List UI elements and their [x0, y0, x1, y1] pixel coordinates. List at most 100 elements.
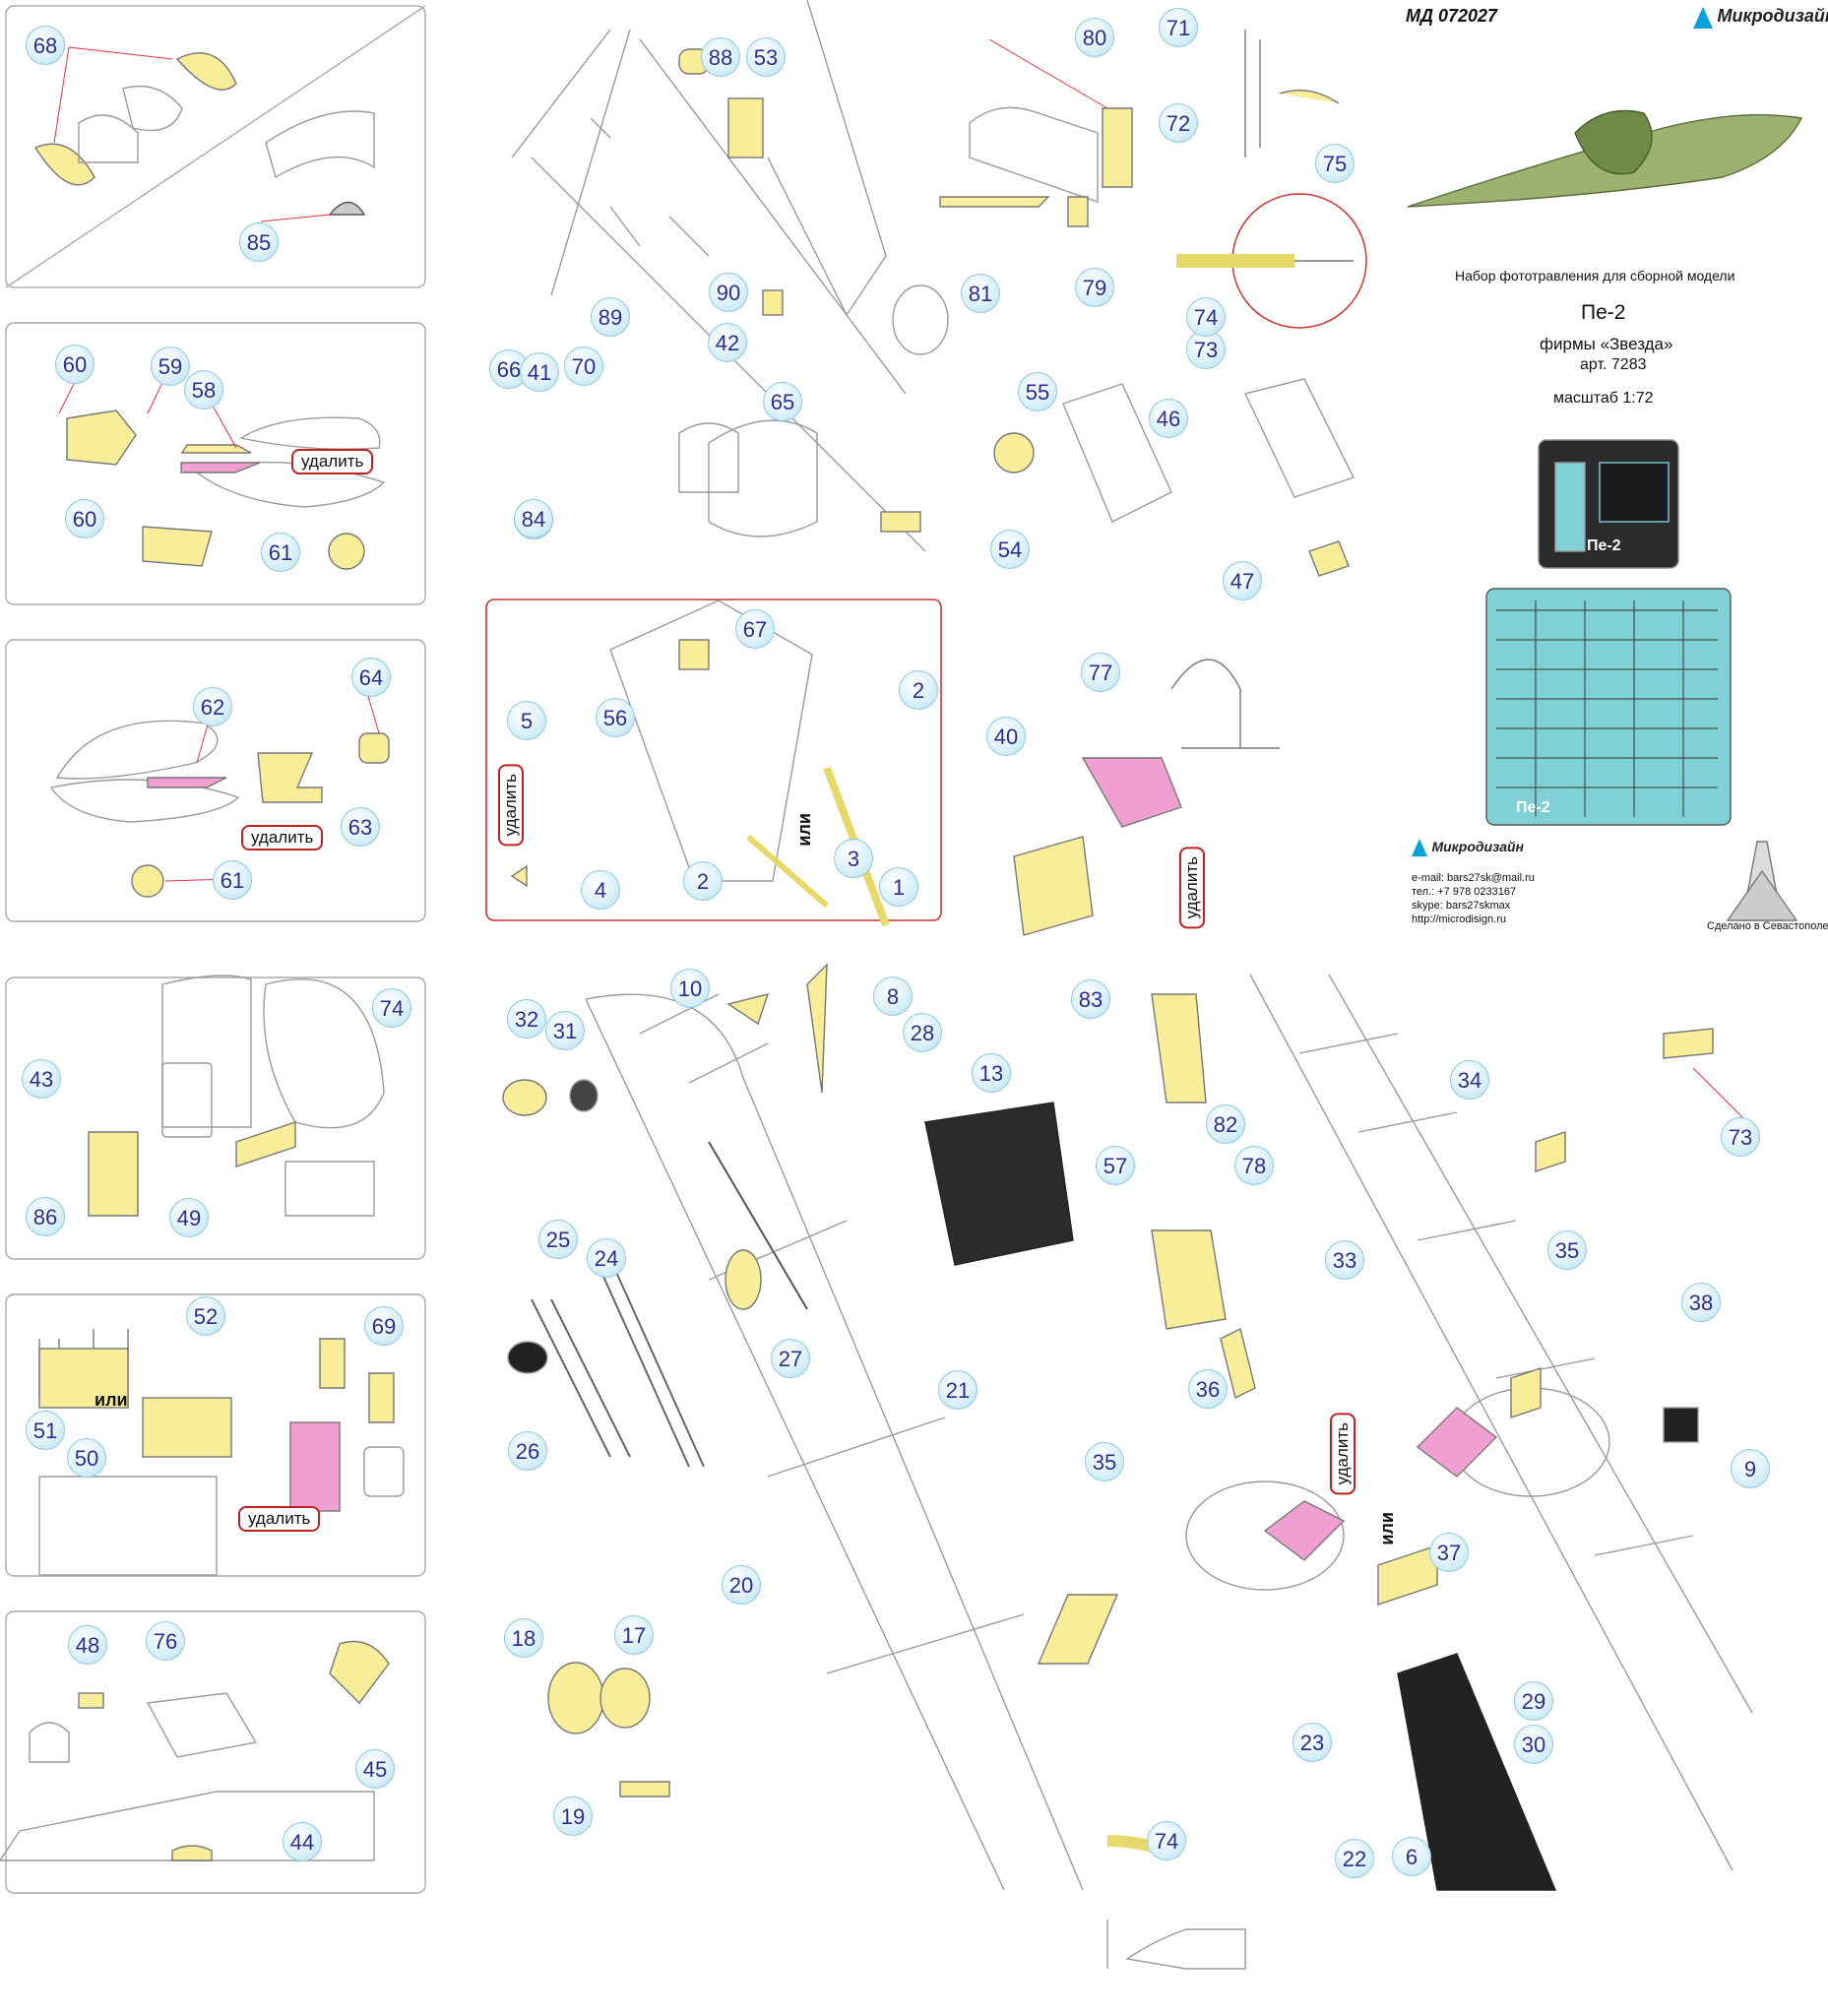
part-number-callout: 88 [701, 37, 740, 77]
part-number-callout: 67 [735, 609, 775, 649]
remove-tag: удалить [291, 449, 374, 474]
remove-tag: удалить [1330, 1413, 1355, 1495]
part-number-callout: 34 [1450, 1060, 1489, 1100]
part-number-callout: 5 [507, 701, 546, 740]
kit-subtitle: Набор фототравления для сборной модели [1455, 268, 1735, 284]
part-number-callout: 86 [26, 1197, 65, 1236]
part-number-callout: 35 [1085, 1442, 1124, 1481]
part-number-callout: 40 [986, 717, 1026, 756]
part-number-callout: 81 [961, 274, 1000, 313]
model-scale: масштаб 1:72 [1553, 390, 1654, 407]
part-number-callout: 84 [514, 499, 553, 538]
panel-pedals [5, 1610, 426, 1894]
part-number-callout: 59 [151, 346, 190, 386]
panel-engine-nacelle-left [5, 322, 426, 605]
part-number-callout: 50 [67, 1438, 106, 1478]
contact-logo-icon [1412, 839, 1427, 856]
part-number-callout: 42 [708, 323, 747, 362]
contact-website: http://microdisign.ru [1412, 914, 1506, 925]
part-number-callout: 51 [26, 1411, 65, 1450]
part-number-callout: 48 [68, 1625, 107, 1665]
panel-engine-nacelle-right [5, 639, 426, 922]
part-number-callout: 89 [591, 297, 630, 337]
part-number-callout: 31 [545, 1011, 585, 1050]
part-number-callout: 6 [1392, 1837, 1431, 1876]
part-number-callout: 62 [193, 687, 232, 726]
part-number-callout: 18 [504, 1618, 543, 1658]
fret-large-label: Пе-2 [1516, 799, 1550, 816]
part-number-callout: 52 [186, 1296, 225, 1336]
part-number-callout: 57 [1096, 1146, 1135, 1185]
part-number-callout: 56 [596, 698, 635, 737]
part-number-callout: 28 [903, 1013, 942, 1052]
document-number: МД 072027 [1406, 6, 1498, 26]
fret-small-label: Пе-2 [1587, 537, 1621, 554]
part-number-callout: 20 [722, 1565, 761, 1605]
panel-canopy-frame [5, 5, 426, 288]
part-number-callout: 47 [1223, 561, 1262, 600]
part-number-callout: 60 [55, 345, 95, 384]
part-number-callout: 64 [351, 658, 391, 697]
part-number-callout: 23 [1292, 1723, 1332, 1762]
part-number-callout: 26 [508, 1431, 547, 1471]
part-number-callout: 70 [564, 346, 603, 386]
part-number-callout: 61 [213, 860, 252, 900]
remove-tag: удалить [238, 1506, 321, 1532]
part-number-callout: 41 [520, 352, 559, 392]
part-number-callout: 3 [834, 839, 873, 878]
part-number-callout: 45 [355, 1749, 395, 1789]
fret-large [1485, 588, 1732, 826]
part-number-callout: 72 [1159, 103, 1198, 143]
model-manufacturer: фирмы «Звезда» [1540, 335, 1673, 353]
part-number-callout: 73 [1721, 1117, 1760, 1157]
remove-tag: удалить [498, 764, 524, 847]
brand-logo-icon [1693, 6, 1713, 29]
part-number-callout: 29 [1514, 1681, 1553, 1721]
or-label: или [95, 1390, 128, 1410]
part-number-callout: 53 [746, 37, 786, 77]
panel-cockpit-detail [485, 598, 942, 921]
part-number-callout: 21 [938, 1370, 977, 1410]
part-number-callout: 68 [26, 26, 65, 65]
brand-logo: Микродизайн [1693, 6, 1828, 29]
panel-seat-mounts [5, 1293, 426, 1577]
part-number-callout: 35 [1547, 1230, 1587, 1270]
part-number-callout: 71 [1159, 8, 1198, 47]
or-label: или [794, 813, 814, 847]
part-number-callout: 4 [581, 870, 620, 910]
part-number-callout: 61 [261, 533, 300, 572]
part-number-callout: 55 [1018, 372, 1057, 411]
part-number-callout: 10 [670, 969, 710, 1008]
or-label: или [1377, 1512, 1397, 1545]
part-number-callout: 79 [1075, 268, 1114, 307]
part-number-callout: 66 [489, 349, 529, 389]
part-number-callout: 74 [1186, 297, 1226, 337]
part-number-callout: 33 [1325, 1240, 1364, 1280]
article-number: арт. 7283 [1580, 356, 1647, 373]
part-number-callout: 80 [1075, 18, 1114, 57]
part-number-callout: 8 [873, 976, 913, 1016]
part-number-callout: 77 [1081, 653, 1120, 692]
panel-rear-gunner [5, 976, 426, 1260]
part-number-callout: 76 [146, 1621, 185, 1661]
model-name: Пе-2 [1581, 301, 1626, 324]
part-number-callout: 74 [372, 988, 411, 1028]
part-number-callout: 85 [239, 222, 279, 262]
made-in-label: Сделано в Севастополе [1707, 920, 1828, 932]
part-number-callout: 17 [614, 1615, 654, 1655]
brand-name: Микродизайн [1717, 6, 1828, 26]
part-number-callout: 54 [990, 530, 1030, 569]
part-number-callout: 1 [879, 867, 918, 907]
part-number-callout: 58 [184, 370, 223, 410]
part-number-callout: 90 [709, 273, 748, 312]
contact-brand: Микродизайн [1431, 839, 1525, 855]
contact-email: e-mail: bars27sk@mail.ru [1412, 872, 1535, 884]
part-number-callout: 2 [899, 670, 938, 710]
part-number-callout: 9 [1731, 1449, 1770, 1488]
part-number-callout: 69 [364, 1306, 404, 1346]
part-number-callout: 37 [1429, 1533, 1469, 1572]
part-number-callout: 83 [1071, 979, 1110, 1019]
part-number-callout: 75 [1315, 144, 1355, 183]
part-number-callout: 27 [771, 1339, 810, 1378]
